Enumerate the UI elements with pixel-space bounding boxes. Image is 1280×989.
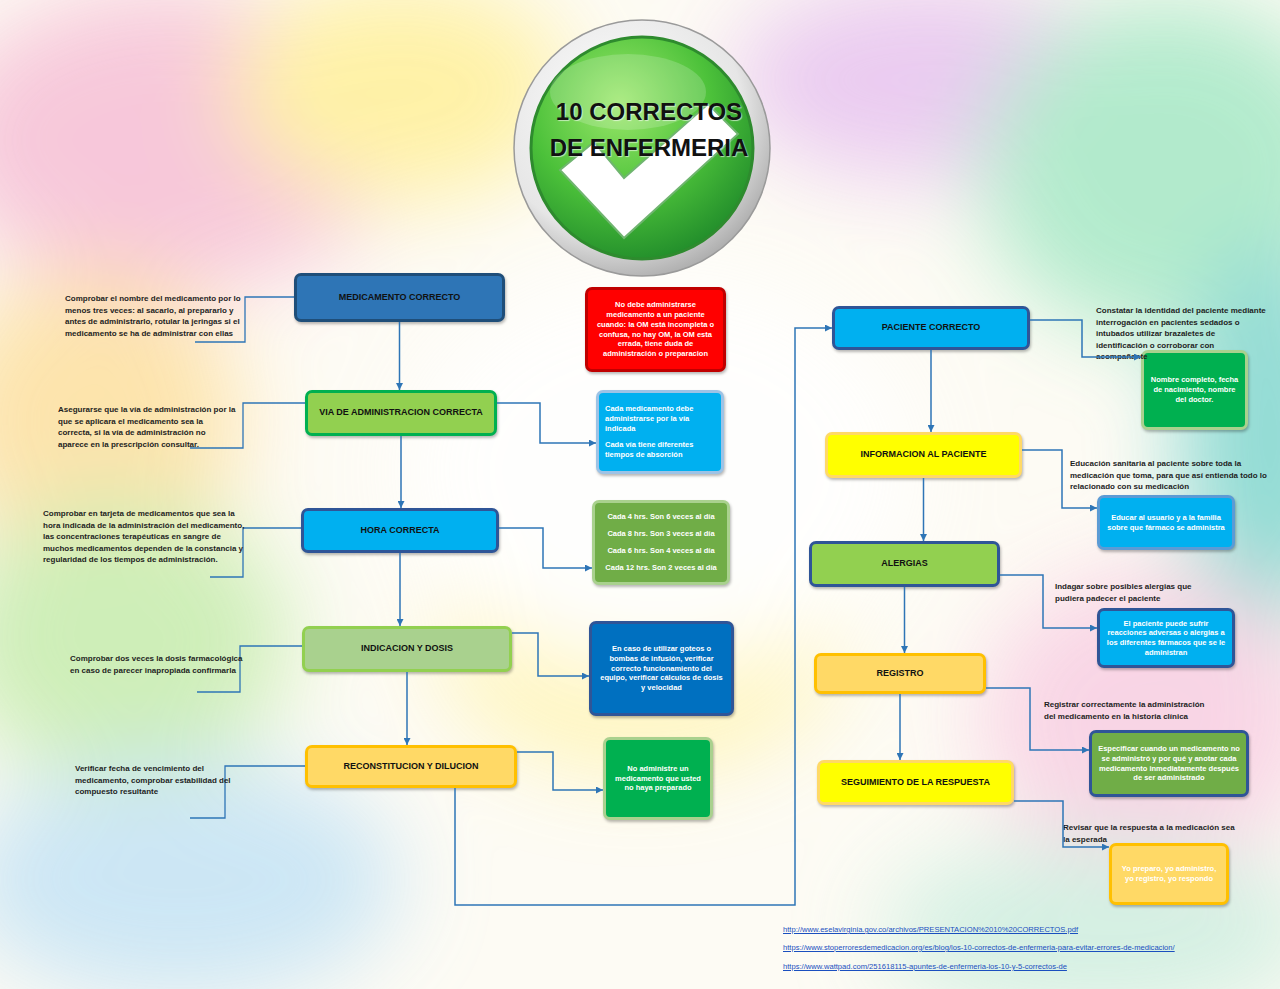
note-text: Asegurarse que la vía de administración … (58, 404, 236, 450)
box-text: No debe administrarse medicamento a un p… (594, 300, 717, 359)
flow-arrow (512, 633, 589, 676)
flow-arrow (406, 672, 408, 745)
note-text: Comprobar dos veces la dosis farmacológi… (70, 653, 245, 676)
source-link: https://www.stoperroresdemedicacion.org/… (783, 942, 1263, 954)
flow-arrow (399, 322, 401, 390)
box-text: Educar al usuario y a la familia sobre q… (1106, 513, 1226, 533)
process-box: VIA DE ADMINISTRACION CORRECTA (305, 390, 497, 436)
process-box: INFORMACION AL PACIENTE (825, 432, 1022, 478)
box-text: Cada medicamento debe administrarse por … (605, 404, 715, 433)
box-text: El paciente puede sufrir reacciones adve… (1106, 619, 1226, 658)
box-text: PACIENTE CORRECTO (841, 322, 1021, 334)
info-box: No administre un medicamento que usted n… (603, 737, 713, 820)
box-text: RECONSTITUCION Y DILUCION (314, 761, 508, 773)
flow-arrow (899, 694, 901, 760)
process-box: HORA CORRECTA (301, 508, 499, 553)
process-box: REGISTRO (814, 653, 986, 694)
note-text: Verificar fecha de vencimiento del medic… (75, 763, 240, 798)
process-box: MEDICAMENTO CORRECTO (294, 273, 505, 322)
box-text: Cada 4 hrs. Son 6 veces al día (601, 512, 721, 522)
box-text: Cada 8 hrs. Son 3 veces al día (601, 529, 721, 539)
box-text: MEDICAMENTO CORRECTO (303, 292, 496, 304)
note-text: Revisar que la respuesta a la medicación… (1063, 822, 1235, 845)
source-link: https://www.wattpad.com/251618115-apunte… (783, 961, 1263, 973)
process-box: RECONSTITUCION Y DILUCION (305, 745, 517, 788)
flow-arrow (930, 350, 932, 432)
process-box: PACIENTE CORRECTO (832, 306, 1030, 350)
note-text: Indagar sobre posibles alergias que pudi… (1055, 581, 1205, 604)
info-box: Nombre completo, fecha de nacimiento, no… (1141, 350, 1248, 430)
box-text: Cada 12 hrs. Son 2 veces al día (601, 563, 721, 573)
note-text: Educación sanitaria al paciente sobre to… (1070, 458, 1268, 493)
box-text: REGISTRO (823, 668, 977, 680)
wash-lightgreen (0, 500, 290, 780)
source-link: http://www.eselavirginia.gov.co/archivos… (783, 924, 1263, 936)
info-box: No debe administrarse medicamento a un p… (585, 287, 726, 372)
flow-arrow (499, 528, 592, 568)
box-text: Yo preparo, yo administro, yo registro, … (1118, 864, 1220, 884)
process-box: SEGUIMIENTO DE LA RESPUESTA (817, 760, 1014, 805)
info-box: Cada 4 hrs. Son 6 veces al díaCada 8 hrs… (592, 500, 730, 585)
box-text: SEGUIMIENTO DE LA RESPUESTA (826, 777, 1005, 789)
wash-blue (0, 760, 400, 989)
diagram-title: 10 CORRECTOS DE ENFERMERIA (542, 94, 756, 166)
box-text: ALERGIAS (818, 558, 991, 570)
wash-rose (980, 570, 1280, 870)
note-text: Constatar la identidad del paciente medi… (1096, 305, 1268, 363)
flow-arrow (455, 328, 832, 905)
flow-arrow (923, 478, 925, 541)
box-text: En caso de utilizar goteos o bombas de i… (598, 644, 725, 693)
process-box: ALERGIAS (809, 541, 1000, 587)
box-text: INFORMACION AL PACIENTE (834, 449, 1013, 461)
emblem-ring (514, 20, 770, 276)
process-box: INDICACION Y DOSIS (302, 626, 512, 672)
flow-arrow (399, 553, 401, 626)
info-box: Yo preparo, yo administro, yo registro, … (1109, 843, 1229, 905)
note-text: Registrar correctamente la administració… (1044, 699, 1214, 722)
note-text: Comprobar el nombre del medicamento por … (65, 293, 250, 339)
info-box: Educar al usuario y a la familia sobre q… (1097, 495, 1235, 550)
note-text: Comprobar en tarjeta de medicamentos que… (43, 508, 248, 566)
title-emblem (514, 20, 770, 276)
flow-arrow (517, 752, 603, 790)
info-box: Especificar cuando un medicamento no se … (1089, 730, 1249, 797)
leader-line (190, 766, 305, 818)
flow-arrow (400, 436, 402, 508)
box-text: INDICACION Y DOSIS (311, 643, 503, 655)
flow-arrow (497, 403, 596, 443)
box-text: No administre un medicamento que usted n… (612, 764, 704, 793)
info-box: En caso de utilizar goteos o bombas de i… (589, 621, 734, 716)
flow-arrow (904, 587, 906, 653)
box-text: Especificar cuando un medicamento no se … (1098, 744, 1240, 783)
box-text: HORA CORRECTA (310, 525, 490, 537)
box-text: Nombre completo, fecha de nacimiento, no… (1150, 375, 1239, 404)
box-text: Cada vía tiene diferentes tiempos de abs… (605, 440, 715, 460)
box-text: Cada 6 hrs. Son 4 veces al día (601, 546, 721, 556)
box-text: VIA DE ADMINISTRACION CORRECTA (314, 407, 488, 419)
info-box: Cada medicamento debe administrarse por … (596, 390, 724, 474)
info-box: El paciente puede sufrir reacciones adve… (1097, 608, 1235, 668)
